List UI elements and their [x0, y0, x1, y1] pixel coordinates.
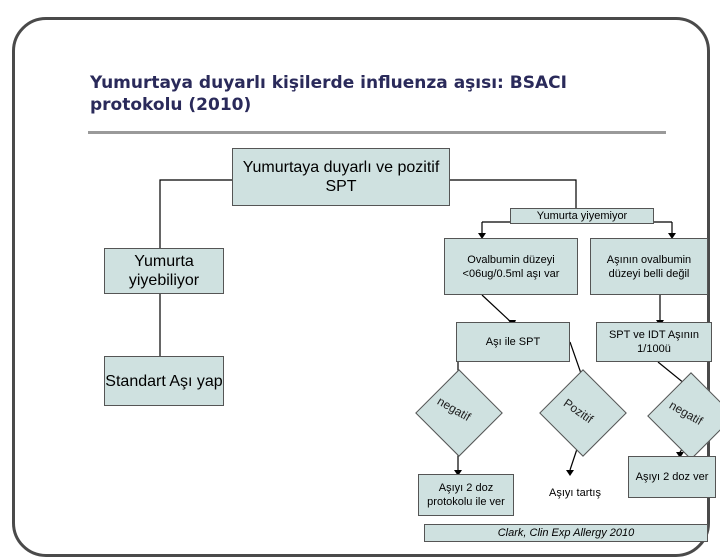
arrowhead — [566, 470, 574, 476]
result-discuss: Aşıyı tartış — [549, 487, 601, 499]
citation: Clark, Clin Exp Allergy 2010 — [424, 524, 708, 542]
connector-root-right — [450, 179, 577, 210]
node-ovalbumin-low: Ovalbumin düzeyi <06ug/0.5ml aşı var — [444, 238, 578, 295]
arrowhead — [478, 233, 486, 239]
slide-title: Yumurtaya duyarlı kişilerde influenza aş… — [90, 73, 567, 115]
arrowhead — [668, 233, 676, 239]
connector-root-left — [159, 179, 232, 248]
node-egg-not-eaten: Yumurta yiyemiyor — [510, 208, 654, 224]
result-two-dose-protocol: Aşıyı 2 doz protokolu ile ver — [418, 474, 514, 516]
node-spt: Aşı ile SPT — [456, 322, 570, 362]
node-ovalbumin-unknown: Aşının ovalbumin düzeyi belli değil — [590, 238, 708, 295]
node-root: Yumurtaya duyarlı ve pozitif SPT — [232, 148, 450, 206]
node-spt-idt: SPT ve IDT Aşının 1/100ü — [596, 322, 712, 362]
result-two-dose: Aşıyı 2 doz ver — [628, 456, 716, 498]
arrowhead — [454, 470, 462, 476]
node-standard-vaccine: Standart Aşı yap — [104, 356, 224, 406]
node-egg-eaten: Yumurta yiyebiliyor — [104, 248, 224, 294]
arrowhead — [676, 452, 684, 458]
title-divider — [88, 131, 666, 134]
connector-ovalbumin-spt — [481, 294, 513, 324]
